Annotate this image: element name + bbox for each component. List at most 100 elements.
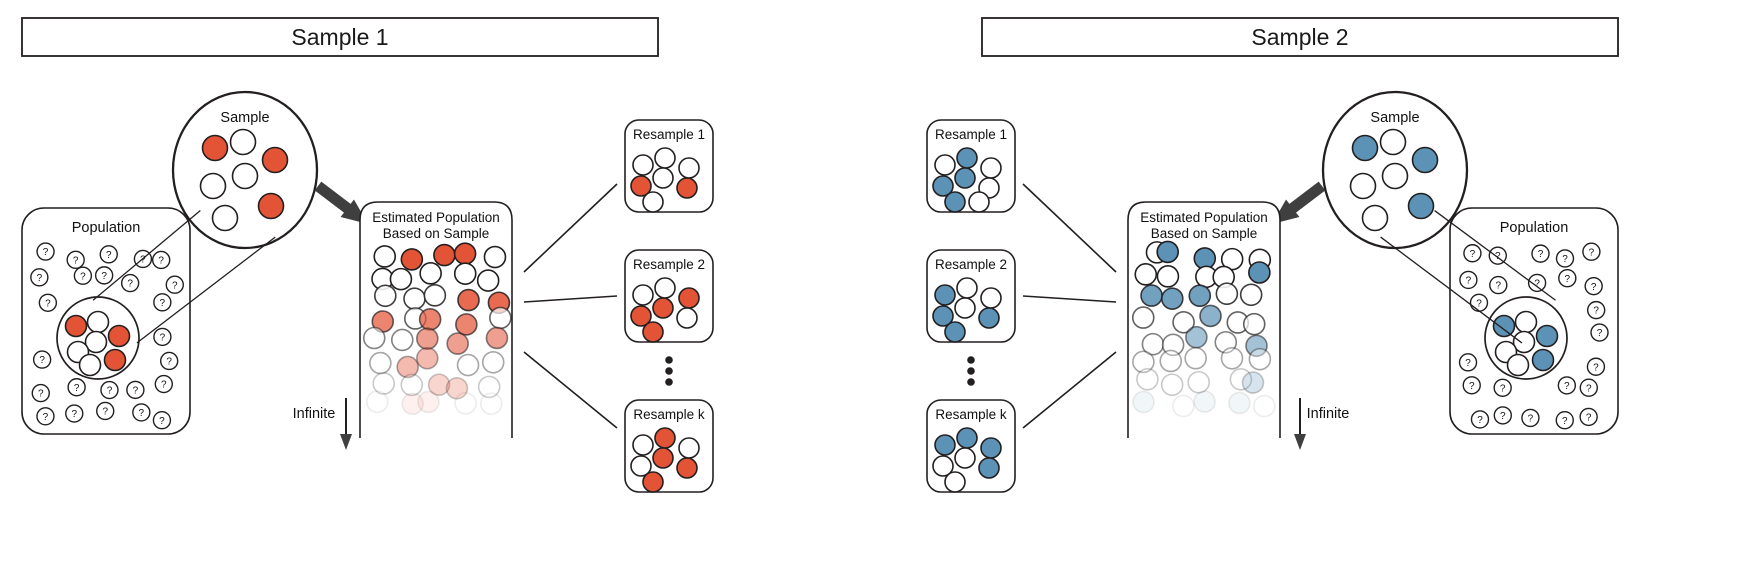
- population-unit: ?: [67, 378, 86, 397]
- question-circle: [38, 293, 58, 312]
- estimated-unit-filled: [1193, 390, 1216, 413]
- question-mark-glyph: ?: [1500, 383, 1506, 394]
- panel-title-bar: Sample 1: [21, 17, 659, 57]
- resample-unit-filled: [932, 305, 954, 327]
- question-mark-glyph: ?: [1586, 413, 1592, 424]
- estimated-unit-open: [1134, 263, 1158, 286]
- question-circle: [1493, 406, 1513, 425]
- population-unit: ?: [100, 380, 119, 400]
- question-circle: [73, 266, 93, 285]
- estimated-population-label-1: Estimated Population: [372, 210, 500, 225]
- question-circle: [65, 404, 84, 423]
- estimated-unit-filled: [1185, 325, 1208, 349]
- population-unit: ?: [94, 266, 114, 285]
- question-mark-glyph: ?: [101, 271, 107, 282]
- question-mark-glyph: ?: [166, 357, 172, 368]
- population-unit: ?: [1527, 273, 1547, 293]
- population-unit: ?: [151, 250, 171, 270]
- resample-unit-open: [944, 471, 966, 493]
- resample-box-2: Resample 2: [926, 249, 1016, 343]
- estimated-unit-filled: [457, 288, 480, 312]
- population-unit: ?: [1555, 249, 1575, 268]
- sample-unit-open: [1512, 330, 1536, 354]
- estimated-unit-filled: [445, 377, 469, 400]
- sample-unit-filled: [1492, 314, 1516, 338]
- question-circle: [36, 242, 55, 261]
- question-mark-glyph: ?: [1564, 381, 1570, 392]
- population-unit: ?: [31, 383, 50, 403]
- resample-unit-filled: [676, 177, 698, 199]
- question-mark-glyph: ?: [1469, 381, 1475, 392]
- estimated-unit-filled: [1142, 411, 1163, 432]
- estimated-unit-open: [1187, 370, 1211, 394]
- question-mark-glyph: ?: [71, 409, 77, 420]
- population-unit: ?: [65, 404, 84, 423]
- resample-unit-filled: [630, 305, 652, 327]
- question-circle: [30, 268, 49, 287]
- population-unit: ?: [126, 380, 145, 400]
- estimated-unit-filled: [448, 420, 469, 441]
- question-circle: [1584, 276, 1603, 296]
- population-unit: ?: [36, 407, 55, 426]
- sample-label: Sample: [220, 110, 269, 126]
- resample-connector: [523, 295, 618, 303]
- infinite-label: Infinite: [293, 406, 336, 422]
- estimated-unit-filled: [400, 248, 424, 271]
- estimated-unit-open: [400, 373, 424, 397]
- ellipsis-dot: [967, 378, 975, 386]
- question-mark-glyph: ?: [1586, 383, 1592, 394]
- estimated-unit-filled: [418, 308, 442, 331]
- estimated-unit-filled: [396, 355, 419, 379]
- question-circle: [1458, 353, 1478, 372]
- resample-unit-filled: [934, 284, 956, 306]
- estimated-unit-open: [1252, 394, 1276, 418]
- question-circle: [1555, 249, 1575, 268]
- estimated-unit-filled: [415, 346, 439, 370]
- question-circle: [96, 401, 115, 421]
- population-unit: ?: [1555, 411, 1574, 430]
- population-sample-circle: [1484, 296, 1568, 380]
- question-mark-glyph: ?: [102, 407, 108, 418]
- magnifier-line-top: [92, 210, 201, 301]
- question-circle: [1531, 244, 1550, 263]
- question-mark-glyph: ?: [43, 247, 49, 258]
- population-unit: ?: [1531, 244, 1550, 263]
- estimated-unit-filled: [1156, 240, 1179, 264]
- question-mark-glyph: ?: [1589, 247, 1595, 258]
- question-circle: [31, 383, 50, 403]
- question-mark-glyph: ?: [80, 271, 86, 282]
- population-unit: ?: [154, 374, 173, 394]
- estimated-unit-open: [1215, 282, 1239, 306]
- estimated-unit-open: [453, 262, 477, 285]
- resample-box-1: Resample 1: [624, 119, 714, 213]
- sample-to-estimate-arrow: [1272, 181, 1326, 224]
- question-circle: [36, 407, 55, 426]
- resample-unit-filled: [654, 427, 676, 449]
- estimated-unit-filled: [485, 326, 509, 350]
- sample-group: Sample: [171, 90, 319, 250]
- population-unit: ?: [120, 273, 140, 293]
- question-mark-glyph: ?: [45, 298, 51, 309]
- population-unit: ?: [159, 351, 179, 371]
- estimated-unit-open: [1170, 416, 1191, 437]
- question-mark-glyph: ?: [1476, 298, 1482, 309]
- estimated-unit-filled: [1241, 371, 1265, 394]
- infinite-indicator: Infinite: [1294, 398, 1349, 450]
- question-circle: [1527, 273, 1547, 293]
- population-unit: ?: [36, 242, 55, 261]
- population-unit: ?: [1557, 376, 1577, 395]
- sample-unit-open: [231, 162, 259, 190]
- question-circle: [153, 327, 172, 347]
- resample-unit-filled: [630, 175, 652, 197]
- resample-unit-open: [954, 297, 976, 319]
- sample-unit-filled: [107, 324, 131, 348]
- resample-unit-open: [632, 154, 654, 176]
- panel-sample-2: Sample 2Population??????????????????????…: [926, 17, 1619, 493]
- estimated-population-label-2: Based on Sample: [383, 226, 490, 241]
- question-mark-glyph: ?: [37, 273, 43, 284]
- question-circle: [94, 266, 114, 285]
- estimated-unit-filled: [427, 373, 451, 397]
